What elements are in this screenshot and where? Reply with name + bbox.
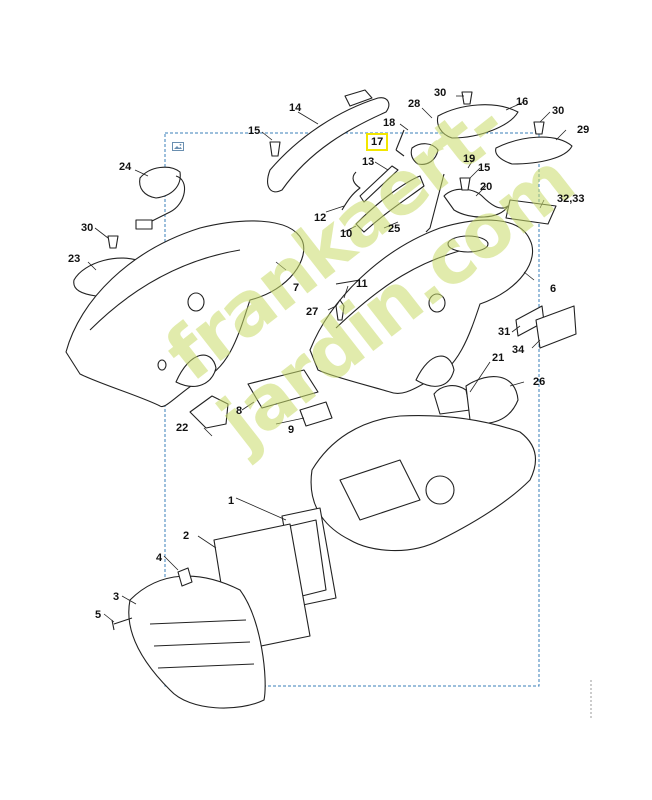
part-label: 30 [552,105,565,117]
part-label: 20 [480,181,493,193]
left-housing-part [65,220,305,408]
filter-cover-part [128,575,266,709]
part-label: 11 [356,278,368,290]
part-label: 31 [498,326,511,338]
part-label: 23 [68,253,81,265]
top-cover-part [436,104,519,139]
highlighted-part-label: 17 [365,133,389,151]
grille-part [505,199,557,225]
part-label: 15 [478,162,491,174]
switch-part [139,166,181,199]
part-label: 6 [550,283,557,295]
part-label: 26 [533,376,546,388]
part-label: 32,33 [557,193,585,205]
decal-plate-part [247,369,319,409]
part-label: 30 [434,87,447,99]
part-label: 3 [113,591,120,603]
part-label: 30 [81,222,94,234]
screw-part [177,567,193,587]
bolt-part [111,617,133,631]
part-label: 14 [289,102,302,114]
part-label: 28 [408,98,421,110]
bracket-part [443,188,509,218]
part-label: 21 [492,352,505,364]
block-part [189,395,229,429]
part-label: 10 [340,228,353,240]
part-label: 15 [248,125,261,137]
image-icon [172,142,184,151]
decal-part [299,401,333,427]
part-label: 34 [512,344,525,356]
engine-frame-part [310,414,536,552]
reference-mark [590,680,592,720]
part-label: 1 [228,495,235,507]
damper-part [433,385,471,415]
right-housing-part [309,219,534,395]
part-label: 8 [236,405,243,417]
handle-part [355,175,425,233]
spring-part [341,171,361,211]
side-cover-part [495,136,573,165]
part-label: 2 [183,530,190,542]
part-label: 4 [156,552,163,564]
part-label: 27 [306,306,319,318]
rod-part [425,173,445,233]
assembly-frame [164,132,540,687]
part-label: 29 [577,124,590,136]
part-label: 7 [293,282,300,294]
part-label: 9 [288,424,295,436]
part-label: 24 [119,161,132,173]
part-label: 13 [362,156,375,168]
lever-part [410,143,439,165]
guard-part [465,375,519,424]
part-label: 12 [314,212,327,224]
part-label: 16 [516,96,529,108]
part-label: 25 [388,223,401,235]
grille-plate-part [535,305,577,349]
part-label: 22 [176,422,189,434]
part-label: 5 [95,609,102,621]
part-label: 19 [463,153,476,165]
handle-grip-part [267,97,390,193]
leader-lines [87,95,567,623]
part-label: 18 [383,117,396,129]
